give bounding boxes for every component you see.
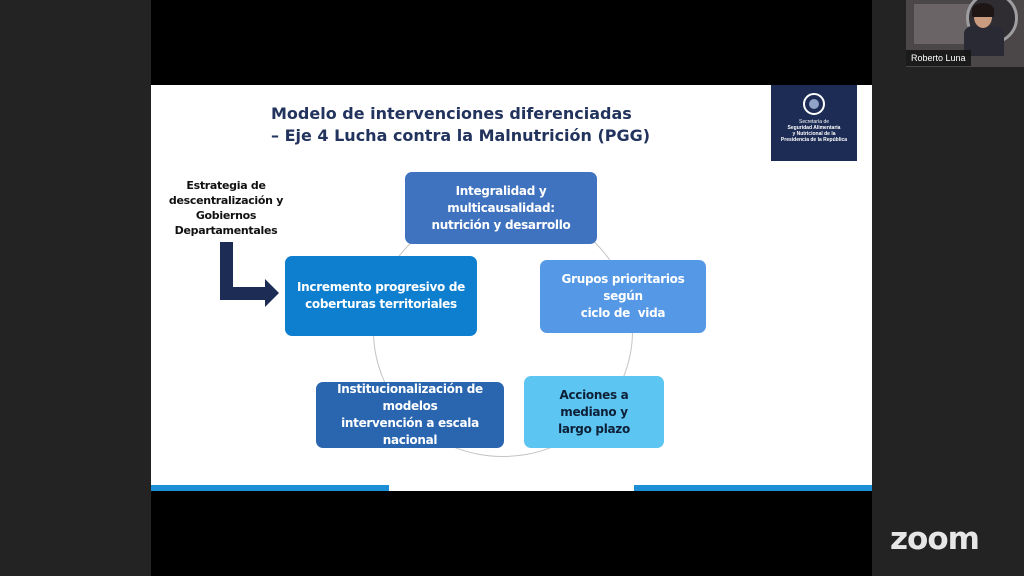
- sesan-logo: Secretaría de Seguridad Alimentaria y Nu…: [771, 85, 857, 161]
- node-text-line: largo plazo: [558, 421, 630, 436]
- cycle-node-institucionalizacion: Institucionalización de modelos interven…: [316, 382, 504, 448]
- slide-title: Modelo de intervenciones diferenciadas –…: [271, 103, 651, 147]
- logo-line-4: Presidencia de la República: [780, 137, 848, 143]
- strategy-line-1: Estrategia de descentralización y: [168, 179, 284, 207]
- node-text-line: nutrición y desarrollo: [431, 217, 571, 232]
- arrow-horizontal-segment: [220, 287, 268, 300]
- node-text-line: Incremento progresivo de: [297, 280, 465, 294]
- logo-line-2: Seguridad Alimentaria: [787, 125, 841, 131]
- coat-of-arms-icon: [803, 93, 825, 115]
- slide-title-line-1: Modelo de intervenciones diferenciadas: [271, 104, 632, 123]
- node-text-line: Integralidad y multicausalidad:: [447, 183, 555, 215]
- arrow-head: [265, 279, 279, 307]
- node-text-line: Institucionalización de modelos: [337, 382, 483, 413]
- node-text-line: ciclo de vida: [580, 306, 666, 320]
- participant-hair: [972, 3, 994, 17]
- participant-video-tile[interactable]: Roberto Luna: [906, 0, 1024, 67]
- participant-name: Roberto Luna: [906, 50, 971, 66]
- logo-line-3: y Nutricional de la: [792, 131, 836, 137]
- arrow-vertical-segment: [220, 242, 233, 300]
- slide-title-line-2: – Eje 4 Lucha contra la Malnutrición (PG…: [271, 126, 651, 145]
- cycle-node-grupos-prioritarios: Grupos prioritarios según ciclo de vida: [540, 260, 706, 333]
- footer-bar-right: [634, 485, 872, 491]
- logo-line-1: Secretaría de: [798, 119, 830, 125]
- cycle-node-incremento: Incremento progresivo de coberturas terr…: [285, 256, 477, 336]
- node-text-line: Grupos prioritarios según: [561, 272, 685, 303]
- zoom-logo: zoom: [890, 521, 980, 557]
- node-text-line: Acciones a mediano y: [559, 387, 629, 419]
- strategy-label: Estrategia de descentralización y Gobier…: [151, 178, 301, 238]
- node-text-line: coberturas territoriales: [305, 297, 457, 311]
- presentation-slide: Modelo de intervenciones diferenciadas –…: [151, 85, 872, 491]
- participant-body: [964, 26, 1004, 56]
- strategy-line-2: Gobiernos Departamentales: [174, 209, 278, 237]
- footer-bar-left: [151, 485, 389, 491]
- cycle-node-integralidad: Integralidad y multicausalidad: nutrició…: [405, 172, 597, 244]
- cycle-node-acciones: Acciones a mediano y largo plazo: [524, 376, 664, 448]
- node-text-line: intervención a escala nacional: [341, 416, 479, 447]
